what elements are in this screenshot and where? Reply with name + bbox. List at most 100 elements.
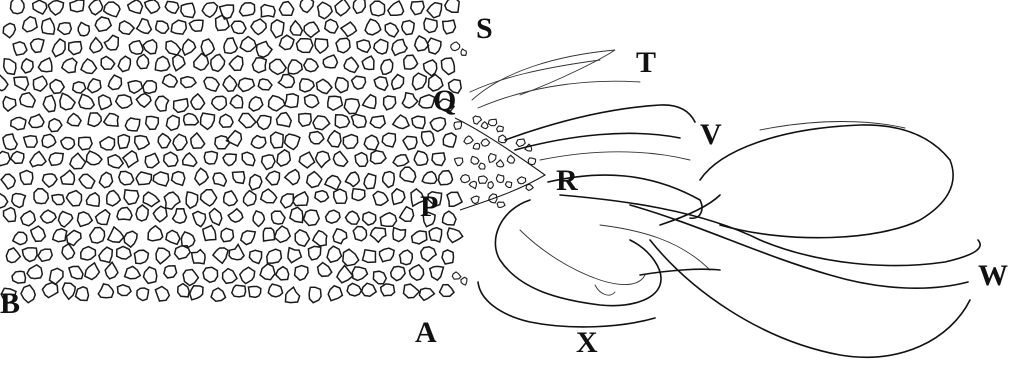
label-x: X (576, 326, 598, 359)
tissue-cell (248, 287, 260, 298)
tissue-cell (3, 97, 16, 112)
tissue-cell (335, 115, 349, 128)
tissue-cell (128, 81, 142, 94)
tissue-cell (258, 79, 272, 90)
label-v: V (700, 118, 722, 151)
tissue-cell (290, 207, 303, 222)
tissue-cell (67, 113, 81, 125)
tissue-cell (0, 151, 10, 165)
tissue-cell (381, 59, 393, 74)
tissue-cell (88, 79, 101, 93)
tissue-cell (33, 76, 47, 91)
tissue-cell (137, 19, 152, 34)
tissue-cell (341, 22, 357, 36)
tissue-cell (402, 93, 417, 108)
tissue-cell (192, 250, 206, 264)
tissue-cell (24, 136, 38, 147)
tissue-cell (117, 207, 132, 220)
tissue-cell (212, 96, 227, 110)
tissue-cell (108, 155, 123, 168)
tissue-cell (100, 137, 115, 150)
tissue-cell (412, 73, 426, 90)
tissue-cell (266, 171, 280, 185)
tissue-cell (309, 287, 321, 303)
tissue-cell (439, 171, 453, 185)
tissue-cell (129, 41, 143, 54)
tissue-cell (85, 263, 100, 280)
tissue-cell (281, 194, 294, 208)
tissue-cell (89, 0, 103, 15)
tissue-cell (304, 210, 320, 226)
tissue-cell (454, 158, 463, 166)
tissue-cell (119, 171, 134, 185)
tissue-cell (53, 229, 67, 242)
tissue-cell (11, 151, 24, 163)
tissue-cell (62, 58, 77, 72)
tissue-cell (382, 133, 395, 147)
lobe-x (495, 200, 661, 306)
tissue-cell (461, 175, 470, 183)
tissue-cell (136, 205, 148, 221)
tissue-cell (384, 96, 396, 110)
tissue-cell (344, 57, 358, 72)
tissue-cell (429, 228, 442, 242)
tissue-cell (203, 225, 216, 240)
tissue-cell (137, 54, 149, 68)
tissue-cell (41, 210, 57, 223)
tissue-cell (336, 38, 350, 53)
tissue-cell (364, 135, 379, 150)
tissue-cell (155, 96, 168, 111)
tissue-cell (20, 93, 35, 107)
tissue-cell (104, 35, 118, 50)
tissue-cell (380, 213, 396, 227)
tissue-cell (318, 2, 333, 19)
tissue-cell (78, 212, 93, 227)
fibre-bundle-t (472, 50, 615, 100)
tissue-cell (412, 231, 427, 244)
tissue-cell (4, 208, 16, 222)
tissue-cell (443, 211, 456, 225)
tissue-cell (374, 77, 388, 91)
tissue-cell (447, 192, 462, 206)
tissue-cell (50, 268, 64, 284)
tissue-cell (164, 266, 177, 278)
tissue-cell (489, 154, 497, 163)
tissue-cell (315, 191, 329, 202)
tissue-cell (86, 151, 102, 165)
tissue-cell (12, 271, 26, 283)
tissue-cell (318, 263, 332, 277)
tissue-cell (392, 75, 404, 90)
tissue-cell (6, 248, 20, 263)
tissue-cell (166, 230, 180, 244)
tissue-cell (240, 3, 255, 16)
tissue-cell (96, 210, 110, 225)
tissue-cell (424, 60, 437, 76)
tissue-cell (173, 209, 187, 223)
figure-labels: S T Q V R P W B A X (0, 12, 1008, 359)
tissue-cell (0, 193, 8, 209)
tissue-cell (496, 175, 504, 183)
tissue-cell (409, 265, 423, 280)
tissue-cell (261, 189, 277, 203)
tissue-cell (333, 151, 347, 166)
tissue-cell (224, 191, 238, 206)
label-t: T (636, 46, 656, 79)
tissue-cell (295, 266, 308, 281)
tissue-cell (271, 20, 284, 38)
tissue-cell (201, 190, 217, 206)
tissue-cell (253, 211, 264, 227)
tissue-cell (183, 270, 198, 286)
tissue-cell (143, 81, 157, 94)
tissue-cell (189, 20, 203, 31)
tissue-cell (351, 114, 366, 127)
tissue-cell (445, 0, 459, 12)
tissue-cell (381, 284, 395, 296)
tissue-cell (70, 0, 84, 12)
tissue-cell (452, 272, 461, 279)
tissue-cell (166, 41, 181, 55)
tissue-cell (383, 172, 395, 188)
tissue-cell (432, 153, 445, 166)
tissue-cell (251, 19, 266, 35)
lobe-w-bottom (650, 240, 970, 357)
